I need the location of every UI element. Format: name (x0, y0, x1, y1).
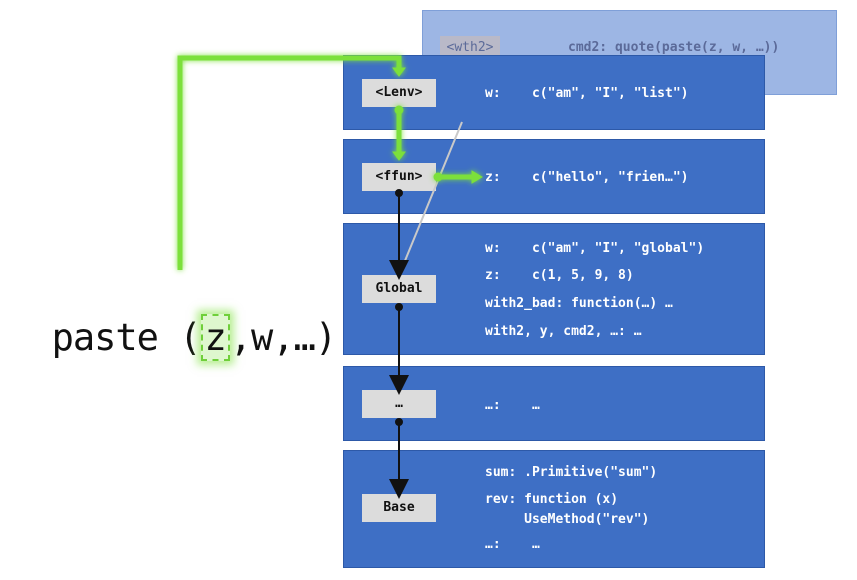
ghost-frame-binding: cmd2: quote(paste(z, w, …)) (568, 40, 780, 55)
paste-call-prefix: paste ( (51, 316, 202, 359)
frame-base-binding-rev-body: UseMethod("rev") (485, 512, 650, 527)
frame-global-label: Global (362, 275, 436, 303)
frame-ellipsis-binding: …: … (485, 398, 540, 413)
frame-ffun-binding-z: z: c("hello", "frien…") (485, 170, 689, 185)
lenv-path-dot (394, 105, 404, 115)
frame-global-binding-with2-bad: with2_bad: function(…) … (485, 296, 673, 311)
frame-lenv-binding-w: w: c("am", "I", "list") (485, 86, 689, 101)
lookup-arrow-into-ffun (392, 151, 406, 161)
frame-ffun-label: <ffun> (362, 163, 436, 191)
frame-ellipsis-label: … (362, 390, 436, 418)
frame-base-binding-sum: sum: .Primitive("sum") (485, 465, 658, 480)
lookup-arrow-into-z (471, 170, 483, 184)
frame-base-binding-rev: rev: function (x) (485, 492, 619, 507)
paste-call-expression: paste (z,w,…) (9, 271, 337, 361)
ghost-parent-link (401, 121, 463, 269)
frame-lenv-label: <Lenv> (362, 79, 436, 107)
frame-global-binding-rest: with2, y, cmd2, …: … (485, 324, 642, 339)
frame-base-binding-rest: …: … (485, 537, 540, 552)
lookup-arrow-into-lenv (392, 67, 406, 77)
lookup-path-to-lenv (177, 55, 402, 270)
paste-call-arg-z: z (200, 314, 230, 361)
frame-global-binding-w: w: c("am", "I", "global") (485, 241, 705, 256)
frame-global-binding-z: z: c(1, 5, 9, 8) (485, 268, 634, 283)
paste-call-suffix: ,w,…) (229, 316, 337, 359)
ffun-path-dot (433, 172, 443, 182)
